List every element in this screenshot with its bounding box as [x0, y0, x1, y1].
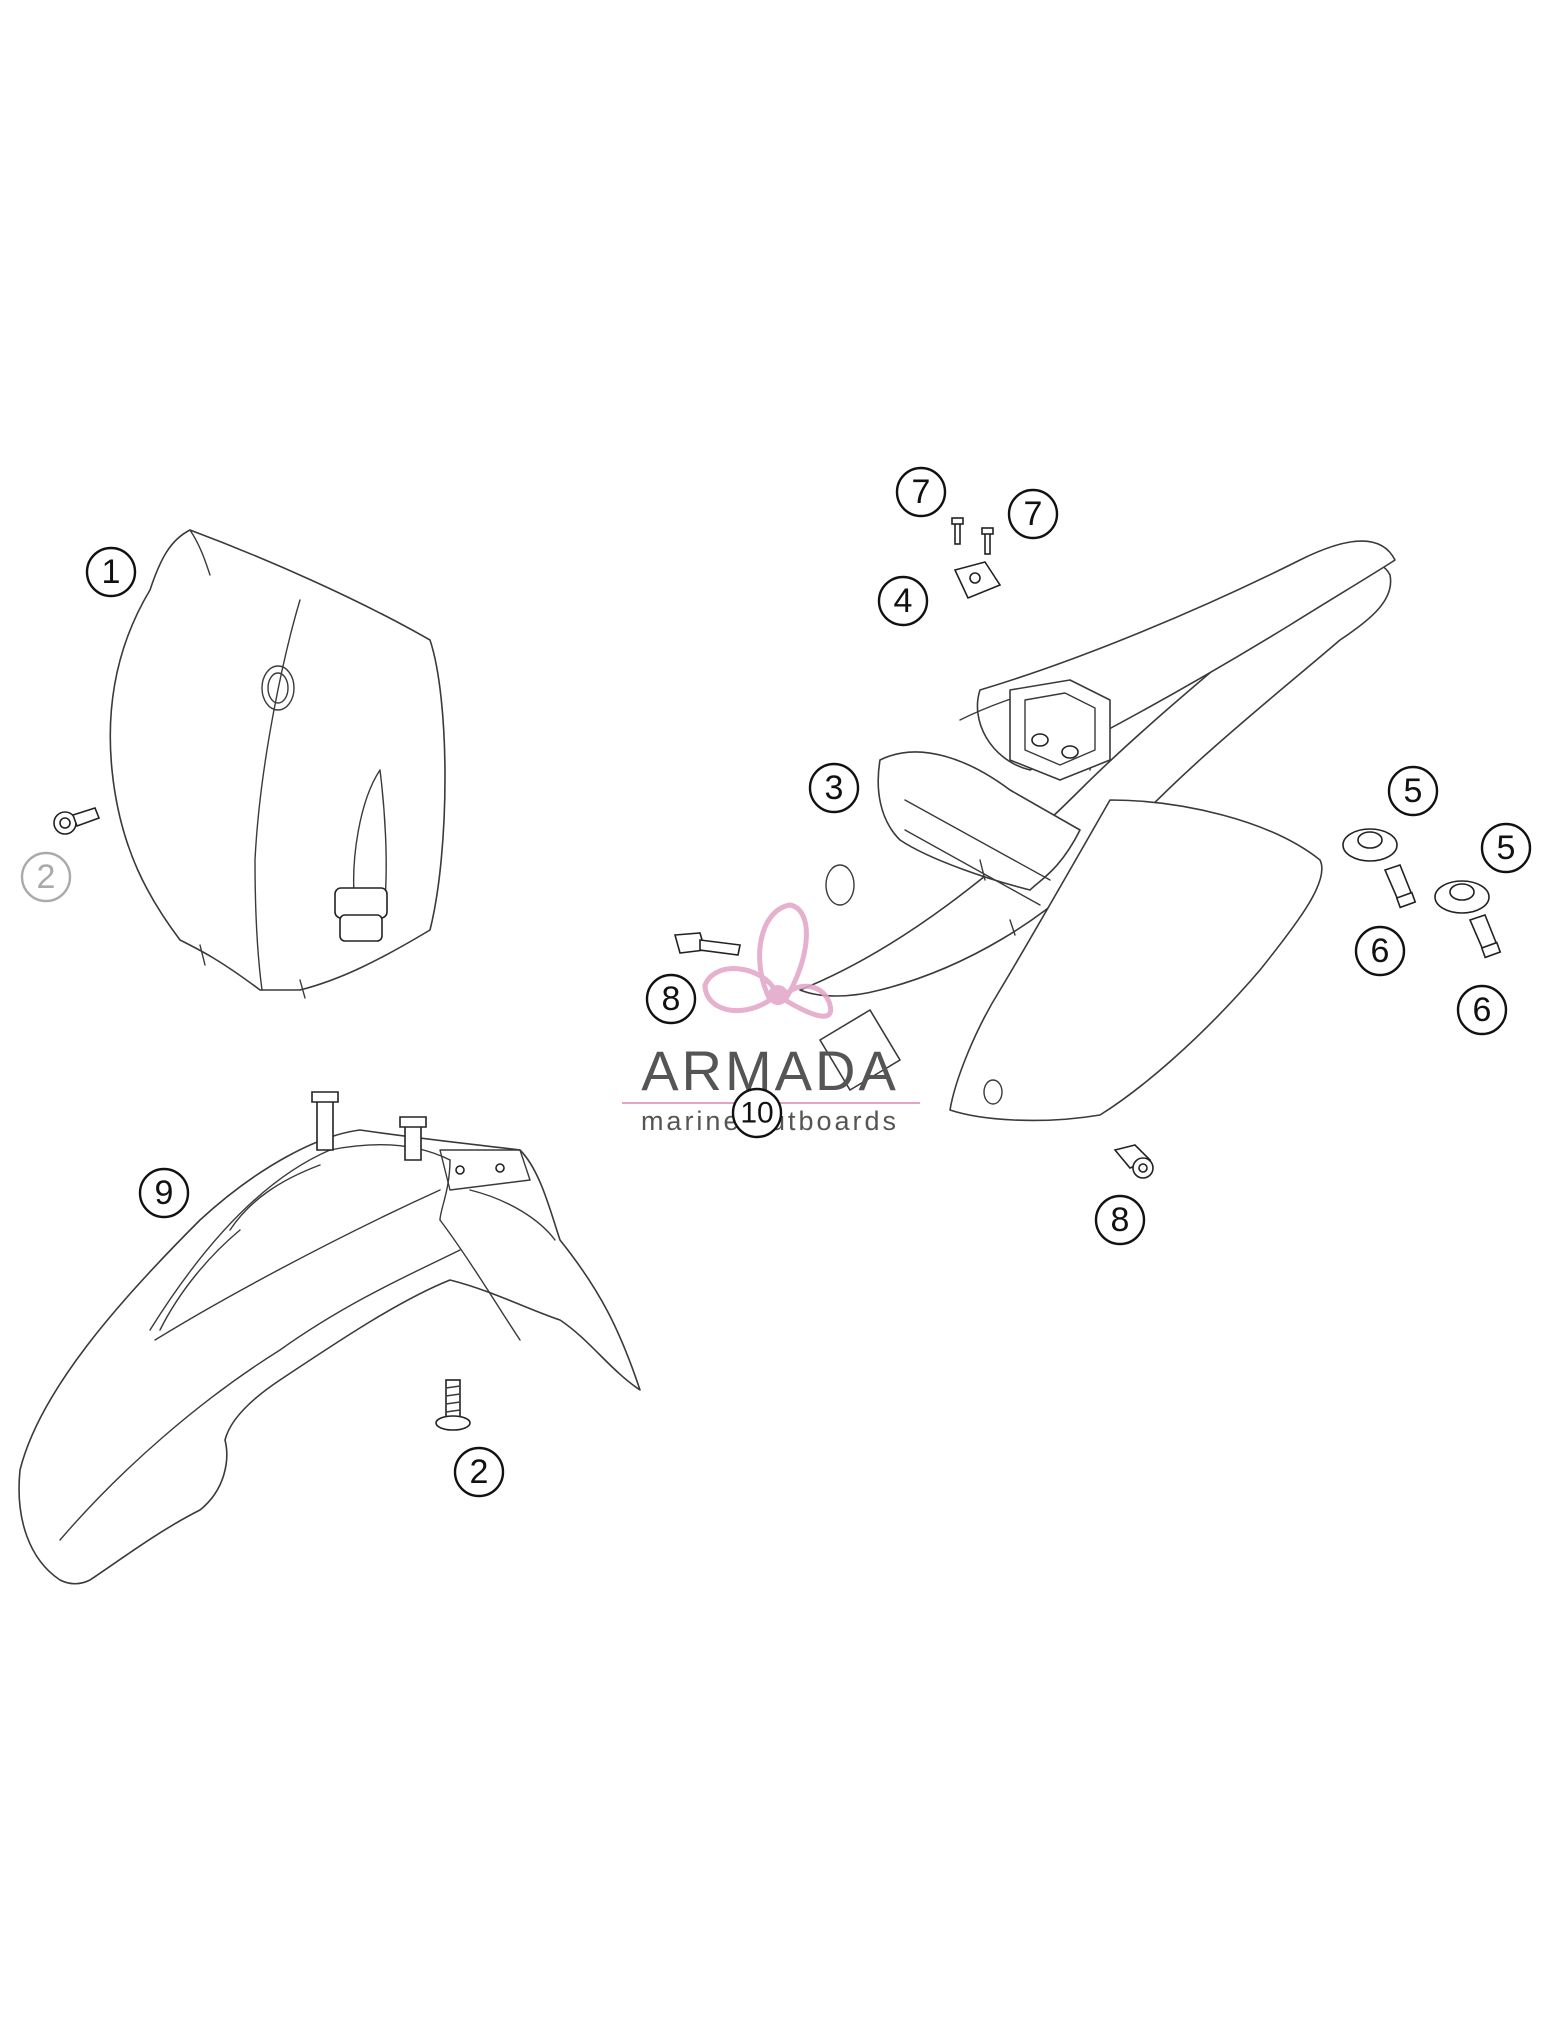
callout-8-a: 8: [645, 973, 697, 1025]
callout-6-a: 6: [1354, 925, 1406, 977]
svg-text:2: 2: [470, 1453, 489, 1491]
callout-3: 3: [808, 762, 860, 814]
svg-text:2: 2: [37, 858, 56, 896]
rear-fender: [799, 540, 1396, 1122]
front-fender: [18, 1091, 641, 1585]
callout-6-b: 6: [1456, 984, 1508, 1036]
number-plate: [109, 529, 446, 999]
callout-9: 9: [138, 1167, 190, 1219]
svg-text:4: 4: [894, 582, 913, 620]
callout-5-a: 5: [1387, 765, 1439, 817]
callout-10: 10: [731, 1087, 783, 1139]
svg-text:5: 5: [1497, 829, 1516, 867]
decal: [819, 1009, 901, 1091]
fender-bolt: [435, 1379, 471, 1431]
svg-text:7: 7: [912, 473, 931, 511]
svg-text:9: 9: [155, 1174, 174, 1212]
callout-1: 1: [85, 546, 137, 598]
svg-text:5: 5: [1404, 772, 1423, 810]
callout-4: 4: [877, 575, 929, 627]
callout-5-b: 5: [1480, 822, 1532, 874]
plate-bolt: [53, 807, 101, 835]
svg-text:6: 6: [1473, 991, 1492, 1029]
propeller-logo: [702, 902, 834, 1019]
flanged-bolts: [673, 932, 1154, 1179]
callout-2: 2: [453, 1446, 505, 1498]
svg-text:7: 7: [1024, 495, 1043, 533]
small-screws: [951, 517, 994, 555]
svg-text:8: 8: [662, 980, 681, 1018]
callout-7-b: 7: [1007, 488, 1059, 540]
svg-text:8: 8: [1111, 1201, 1130, 1239]
bolts: [1383, 864, 1502, 959]
rubber-washers: [1342, 828, 1490, 914]
svg-text:10: 10: [740, 1097, 773, 1130]
callout-2-faded: 2: [20, 851, 72, 903]
svg-text:1: 1: [102, 553, 121, 591]
svg-text:3: 3: [825, 769, 844, 807]
callout-8-b: 8: [1094, 1194, 1146, 1246]
callout-7-a: 7: [895, 466, 947, 518]
svg-text:6: 6: [1371, 932, 1390, 970]
clip-bracket: [953, 561, 1002, 600]
